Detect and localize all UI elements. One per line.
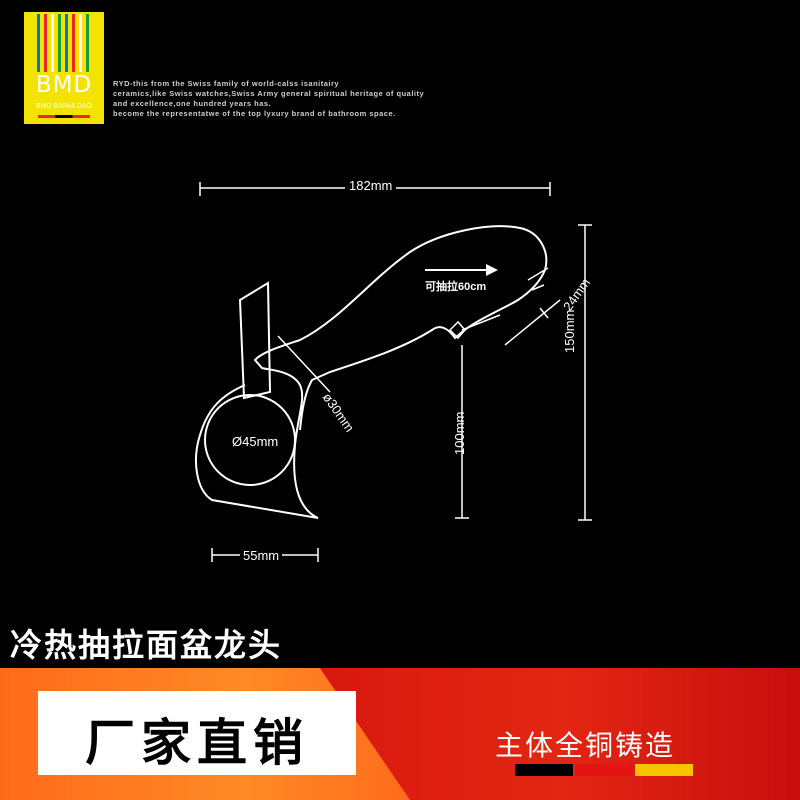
dim-spout-label: 100mm	[452, 411, 467, 455]
blurb-line: ceramics,like Swiss watches,Swiss Army g…	[113, 89, 425, 98]
dim-width-label: 182mm	[345, 178, 397, 193]
dim-disc-label: Ø45mm	[232, 434, 279, 449]
headline-box	[38, 691, 356, 775]
faucet-base-outline	[195, 384, 319, 519]
banner-headline: 厂家直销	[85, 714, 309, 772]
logo-accent-bar	[38, 115, 90, 118]
dim-tick	[539, 307, 549, 319]
logo-subtext: BMD BAIMA DAO	[35, 103, 92, 110]
blurb-line: become the representatwe of the top lyxu…	[113, 109, 396, 118]
brand-logo: BMD BMD BAIMA DAO	[24, 12, 104, 124]
logo-stripe	[72, 14, 75, 72]
dim-base-width-label: 55mm	[240, 548, 283, 563]
brand-blurb: RYD-this from the Swiss family of world-…	[113, 79, 424, 119]
pull-arrow-head	[486, 264, 498, 276]
dim-height-label: 150mm	[562, 306, 577, 356]
logo-stripe	[58, 14, 61, 72]
flag-stripe-black	[515, 764, 573, 776]
blurb-line: and excellence,one hundred years has.	[113, 99, 272, 108]
faucet-head-detail	[461, 267, 549, 331]
flag-stripe-red	[575, 764, 633, 776]
logo-stripe	[44, 14, 47, 72]
logo-stripe	[51, 14, 54, 72]
logo-stripes	[37, 14, 93, 72]
dim-leader-30	[277, 335, 331, 393]
faucet-lever	[238, 281, 272, 400]
faucet-body-outline	[253, 225, 548, 519]
faucet-disc	[204, 394, 296, 486]
pull-out-label: 可抽拉60cm	[425, 281, 487, 293]
logo-stripe	[86, 14, 89, 72]
banner-subtitle: 主体全铜铸造	[495, 729, 676, 762]
logo-stripe	[37, 14, 40, 72]
flag-stripe-yellow	[635, 764, 693, 776]
dim-leader-24	[504, 299, 561, 346]
faucet-head-tip	[448, 320, 466, 340]
blurb-line: RYD-this from the Swiss family of world-…	[113, 79, 340, 88]
product-title: 冷热抽拉面盆龙头	[10, 626, 283, 664]
logo-stripe	[79, 14, 82, 72]
logo-text: BMD	[35, 72, 93, 98]
logo-stripe	[65, 14, 68, 72]
